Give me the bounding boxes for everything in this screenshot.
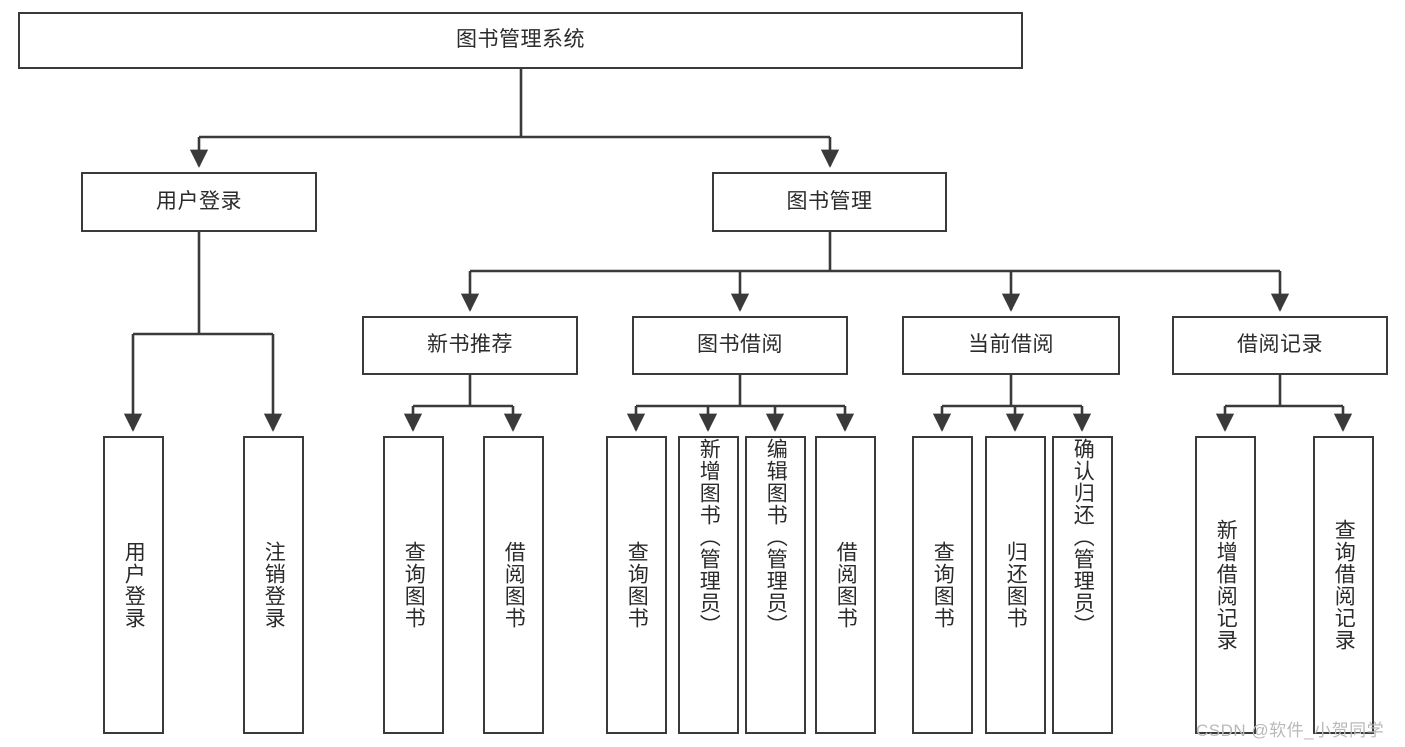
- node-label: 查询图书: [625, 541, 649, 629]
- node-leaf-confirm-return-admin[interactable]: 确认归还（管理员）: [1052, 436, 1113, 734]
- node-label: 借阅图书: [834, 541, 858, 629]
- node-new-book-recommend[interactable]: 新书推荐: [362, 316, 578, 375]
- node-leaf-query-borrow-record[interactable]: 查询借阅记录: [1313, 436, 1374, 734]
- node-label: 新增借阅记录: [1214, 519, 1238, 651]
- node-label: 确认归还（管理员）: [1071, 438, 1095, 636]
- node-user-login[interactable]: 用户登录: [81, 172, 317, 232]
- node-label: 编辑图书（管理员）: [764, 438, 788, 636]
- node-label: 借阅记录: [1237, 333, 1323, 357]
- node-label: 用户登录: [122, 541, 146, 629]
- node-leaf-borrow-book[interactable]: 借阅图书: [815, 436, 876, 734]
- node-label: 图书管理: [786, 189, 873, 213]
- node-label: 查询图书: [931, 541, 955, 629]
- csdn-watermark: CSDN @软件_小贺同学: [1196, 721, 1385, 740]
- node-label: 查询图书: [402, 541, 426, 629]
- node-label: 新书推荐: [427, 333, 513, 357]
- node-leaf-add-book-admin[interactable]: 新增图书（管理员）: [678, 436, 739, 734]
- node-leaf-query-book-recommend[interactable]: 查询图书: [383, 436, 444, 734]
- node-book-management[interactable]: 图书管理: [712, 172, 947, 232]
- node-label: 查询借阅记录: [1332, 519, 1356, 651]
- node-label: 图书管理系统: [456, 28, 585, 52]
- node-label: 借阅图书: [502, 541, 526, 629]
- node-root-system[interactable]: 图书管理系统: [18, 12, 1023, 69]
- node-current-borrow[interactable]: 当前借阅: [902, 316, 1120, 375]
- node-borrow-record[interactable]: 借阅记录: [1172, 316, 1388, 375]
- node-label: 当前借阅: [968, 333, 1054, 357]
- node-label: 图书借阅: [697, 333, 783, 357]
- node-leaf-edit-book-admin[interactable]: 编辑图书（管理员）: [745, 436, 806, 734]
- node-leaf-logout[interactable]: 注销登录: [243, 436, 304, 734]
- node-leaf-user-login[interactable]: 用户登录: [103, 436, 164, 734]
- node-label: 用户登录: [156, 189, 242, 213]
- node-leaf-query-book-borrow[interactable]: 查询图书: [606, 436, 667, 734]
- node-label: 注销登录: [262, 541, 286, 629]
- node-label: 新增图书（管理员）: [697, 438, 721, 636]
- node-label: 归还图书: [1004, 541, 1028, 629]
- node-leaf-return-book[interactable]: 归还图书: [985, 436, 1046, 734]
- node-leaf-query-book-current[interactable]: 查询图书: [912, 436, 973, 734]
- node-leaf-add-borrow-record[interactable]: 新增借阅记录: [1195, 436, 1256, 734]
- node-leaf-borrow-book-recommend[interactable]: 借阅图书: [483, 436, 544, 734]
- node-book-borrow[interactable]: 图书借阅: [632, 316, 848, 375]
